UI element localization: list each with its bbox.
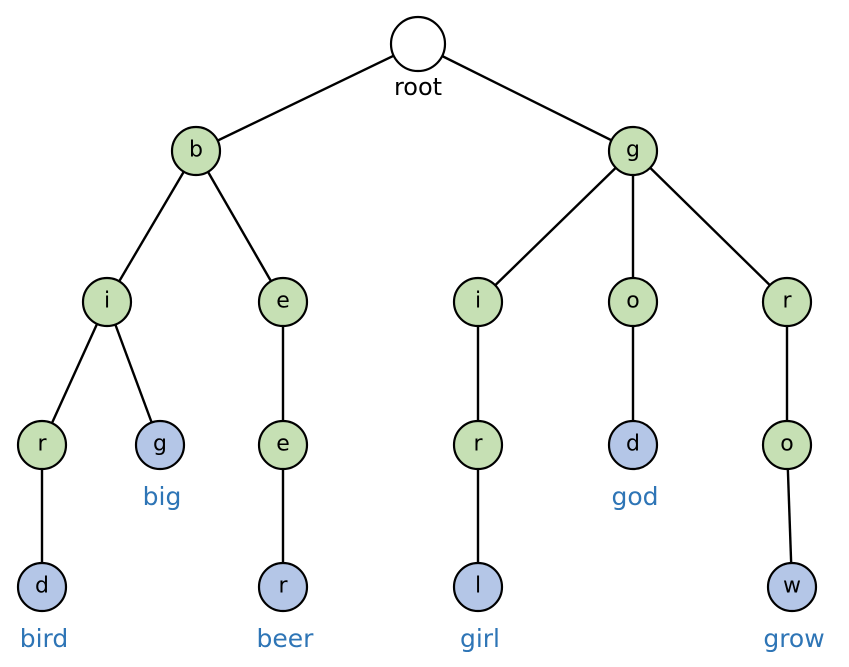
internal-node-circle <box>16 419 68 471</box>
edge-b-bi <box>105 150 198 303</box>
trie-node-bee: e <box>257 419 309 471</box>
trie-node-beer: r <box>257 561 309 613</box>
node-letter: r <box>37 432 47 457</box>
internal-node-circle <box>761 419 813 471</box>
trie-node-b: b <box>170 125 222 177</box>
internal-node-circle <box>761 276 813 328</box>
node-letter: o <box>780 432 793 457</box>
trie-node-go: o <box>607 276 659 328</box>
node-letter: r <box>278 574 288 599</box>
internal-node-circle <box>607 276 659 328</box>
word-label-big: big <box>143 482 182 511</box>
node-letter: b <box>189 138 203 163</box>
internal-node-circle <box>607 125 659 177</box>
node-letter: e <box>276 432 290 457</box>
terminal-node-circle <box>766 561 818 613</box>
root-label: root <box>394 73 442 101</box>
trie-node-gr: r <box>761 276 813 328</box>
internal-node-circle <box>257 276 309 328</box>
word-label-girl: girl <box>460 624 500 653</box>
trie-node-girl: l <box>452 561 504 613</box>
trie-node-gi: i <box>452 276 504 328</box>
edge-bi-bir <box>40 301 109 446</box>
terminal-node-circle <box>257 561 309 613</box>
edge-b-be <box>194 150 285 303</box>
edge-root-g <box>417 42 634 153</box>
trie-node-bir: r <box>16 419 68 471</box>
word-label-beer: beer <box>257 624 315 653</box>
node-letter: o <box>626 289 639 314</box>
trie-node-gro: o <box>761 419 813 471</box>
terminal-node-circle <box>134 419 186 471</box>
word-label-god: god <box>611 482 658 511</box>
trie-node-bird: d <box>16 561 68 613</box>
node-letter: d <box>626 432 640 457</box>
node-letter: w <box>783 574 801 599</box>
trie-node-god: d <box>607 419 659 471</box>
edge-bi-big <box>105 301 162 446</box>
node-letter: l <box>475 574 481 599</box>
internal-node-circle <box>452 419 504 471</box>
internal-node-circle <box>81 276 133 328</box>
trie-node-bi: i <box>81 276 133 328</box>
trie-node-big: g <box>134 419 186 471</box>
node-letter: e <box>276 289 290 314</box>
internal-node-circle <box>257 419 309 471</box>
node-letter: r <box>473 432 483 457</box>
root-node <box>389 15 447 73</box>
terminal-node-circle <box>607 419 659 471</box>
node-letter: r <box>782 289 792 314</box>
trie-node-grow: w <box>766 561 818 613</box>
trie-node-gir: r <box>452 419 504 471</box>
node-letter: d <box>35 574 49 599</box>
terminal-node-circle <box>16 561 68 613</box>
node-letter: i <box>104 289 110 314</box>
word-label-bird: bird <box>20 624 69 653</box>
node-letter: i <box>475 289 481 314</box>
node-letter: g <box>626 138 640 163</box>
terminal-node-circle <box>452 561 504 613</box>
edge-g-gr <box>632 150 788 303</box>
internal-node-circle <box>170 125 222 177</box>
nodes-layer: b g i e i o r r g e r d o d r l w <box>16 15 818 613</box>
trie-node-be: e <box>257 276 309 328</box>
node-letter: g <box>153 432 167 457</box>
word-label-grow: grow <box>763 624 824 653</box>
edge-g-gi <box>477 150 634 303</box>
edge-root-b <box>195 42 419 153</box>
trie-node-g: g <box>607 125 659 177</box>
internal-node-circle <box>452 276 504 328</box>
